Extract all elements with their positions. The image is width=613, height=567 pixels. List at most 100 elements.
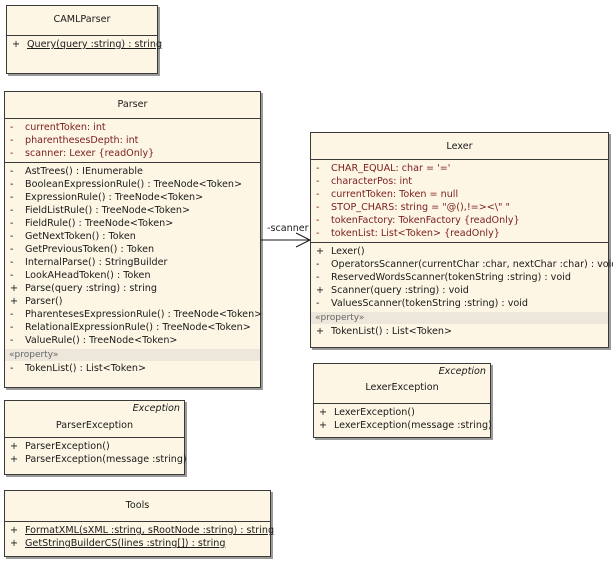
class-lexer[interactable]: Lexer -CHAR_EQUAL: char = '='-characterP… [310, 132, 613, 348]
visibility-marker: - [316, 259, 320, 270]
field-row[interactable]: -pharenthesesDepth: int [5, 134, 260, 147]
method-signature: Parse(query :string) : string [25, 283, 157, 294]
method-row[interactable]: +ParserException(message :string) [5, 453, 187, 466]
visibility-marker: + [319, 407, 328, 418]
methods-section: -AstTrees() : IEnumerable-BooleanExpress… [5, 163, 262, 377]
field-row[interactable]: -currentToken: int [5, 121, 260, 134]
method-row[interactable]: +Lexer() [311, 245, 608, 258]
visibility-marker: - [316, 202, 320, 213]
visibility-marker: + [10, 441, 19, 452]
method-signature: ParserException() [25, 441, 110, 452]
method-row[interactable]: +Parse(query :string) : string [5, 282, 260, 295]
class-parser-exception[interactable]: Exception ParserException +ParserExcepti… [4, 400, 187, 475]
method-row[interactable]: +GetStringBuilderCS(lines :string[]) : s… [5, 537, 270, 550]
visibility-marker: - [316, 228, 320, 239]
method-signature: Query(query :string) : string [27, 39, 163, 50]
method-row[interactable]: +Parser() [5, 295, 260, 308]
methods-section: +FormatXML(sXML :string, sRootNode :stri… [5, 522, 274, 552]
field-row[interactable]: -tokenFactory: TokenFactory {readOnly} [311, 214, 608, 227]
class-name: Lexer [446, 141, 473, 152]
class-header: Parser [5, 92, 260, 119]
method-signature: FieldRule() : TreeNode<Token> [25, 218, 174, 229]
visibility-marker: - [10, 244, 14, 255]
method-row[interactable]: -AstTrees() : IEnumerable [5, 165, 260, 178]
method-signature: GetNextToken() : Token [25, 231, 136, 242]
method-signature: LexerException(message :string) [334, 420, 492, 431]
field-row[interactable]: -tokenList: List<Token> {readOnly} [311, 227, 608, 240]
class-tools[interactable]: Tools +FormatXML(sXML :string, sRootNode… [4, 490, 274, 557]
class-header: Exception ParserException [5, 401, 184, 438]
method-row[interactable]: +TokenList() : List<Token> [311, 325, 608, 338]
method-signature: ValueRule() : TreeNode<Token> [25, 335, 178, 346]
field-row[interactable]: -currentToken: Token = null [311, 188, 608, 201]
method-row[interactable]: -LookAHeadToken() : Token [5, 269, 260, 282]
property-stereotype-label: «property» [311, 312, 608, 324]
method-row[interactable]: -PharentesesExpressionRule() : TreeNode<… [5, 308, 262, 321]
field-row[interactable]: -scanner: Lexer {readOnly} [5, 147, 260, 160]
visibility-marker: - [10, 231, 14, 242]
visibility-marker: - [10, 135, 14, 146]
field-row[interactable]: -characterPos: int [311, 175, 608, 188]
method-signature: LookAHeadToken() : Token [25, 270, 151, 281]
class-parser[interactable]: Parser -currentToken: int-pharenthesesDe… [4, 91, 262, 388]
method-row[interactable]: +Scanner(query :string) : void [311, 284, 608, 297]
class-caml-parser[interactable]: CAMLParser + Query(query :string) : strin… [6, 5, 162, 74]
arrowhead-icon [295, 232, 312, 248]
fields-section: -CHAR_EQUAL: char = '='-characterPos: in… [311, 160, 608, 243]
visibility-marker: - [10, 192, 14, 203]
field-row[interactable]: -CHAR_EQUAL: char = '=' [311, 162, 608, 175]
method-row[interactable]: -FieldRule() : TreeNode<Token> [5, 217, 260, 230]
visibility-marker: + [316, 285, 325, 296]
class-name: LexerException [365, 382, 439, 393]
method-row[interactable]: -GetPreviousToken() : Token [5, 243, 260, 256]
method-row[interactable]: -ValueRule() : TreeNode<Token> [5, 334, 260, 347]
visibility-marker: - [10, 257, 14, 268]
methods-section: +LexerException()+LexerException(message… [314, 404, 492, 434]
visibility-marker: - [10, 218, 14, 229]
method-row[interactable]: + Query(query :string) : string [7, 38, 162, 51]
field-signature: scanner: Lexer {readOnly} [25, 148, 155, 159]
visibility-marker: - [10, 270, 14, 281]
class-stereotype: Exception [132, 403, 180, 414]
fields-section: -currentToken: int-pharenthesesDepth: in… [5, 119, 260, 163]
method-row[interactable]: +LexerException() [314, 406, 490, 419]
method-row[interactable]: -BooleanExpressionRule() : TreeNode<Toke… [5, 178, 260, 191]
method-row[interactable]: -GetNextToken() : Token [5, 230, 260, 243]
method-row[interactable]: -ExpressionRule() : TreeNode<Token> [5, 191, 260, 204]
class-name: Tools [125, 500, 150, 511]
visibility-marker: - [10, 205, 14, 216]
class-lexer-exception[interactable]: Exception LexerException +LexerException… [313, 363, 492, 438]
method-signature: ReservedWordsScanner(tokenString :string… [331, 272, 571, 283]
visibility-marker: + [10, 525, 19, 536]
visibility-marker: + [10, 296, 19, 307]
method-row[interactable]: -OperatorsScanner(currentChar :char, nex… [311, 258, 613, 271]
method-signature: GetStringBuilderCS(lines :string[]) : st… [25, 538, 226, 549]
field-row[interactable]: -STOP_CHARS: string = "@(),!=><\" " [311, 201, 608, 214]
method-row[interactable]: + ParserException() [5, 440, 184, 453]
method-row[interactable]: +LexerException(message :string) [314, 419, 492, 432]
visibility-marker: + [12, 39, 21, 50]
field-signature: pharenthesesDepth: int [25, 135, 139, 146]
class-name: ParserException [55, 420, 134, 431]
visibility-marker: - [10, 309, 14, 320]
visibility-marker: + [10, 454, 19, 465]
visibility-marker: - [10, 363, 14, 374]
class-name: CAMLParser [53, 14, 111, 25]
field-signature: STOP_CHARS: string = "@(),!=><\" " [331, 202, 510, 213]
method-signature: AstTrees() : IEnumerable [25, 166, 143, 177]
method-row[interactable]: -TokenList() : List<Token> [5, 362, 260, 375]
property-stereotype-label: «property» [5, 349, 260, 361]
method-signature: GetPreviousToken() : Token [25, 244, 155, 255]
method-row[interactable]: +FormatXML(sXML :string, sRootNode :stri… [5, 524, 274, 537]
method-row[interactable]: -ReservedWordsScanner(tokenString :strin… [311, 271, 608, 284]
field-signature: tokenFactory: TokenFactory {readOnly} [331, 215, 520, 226]
method-row[interactable]: -FieldListRule() : TreeNode<Token> [5, 204, 260, 217]
visibility-marker: - [10, 179, 14, 190]
visibility-marker: + [316, 246, 325, 257]
method-row[interactable]: -InternalParse() : StringBuilder [5, 256, 260, 269]
method-row[interactable]: -RelationalExpressionRule() : TreeNode<T… [5, 321, 260, 334]
association-label: -scanner [267, 223, 309, 234]
visibility-marker: + [316, 326, 325, 337]
field-signature: currentToken: Token = null [331, 189, 459, 200]
method-row[interactable]: -ValuesScanner(tokenString :string) : vo… [311, 297, 608, 310]
